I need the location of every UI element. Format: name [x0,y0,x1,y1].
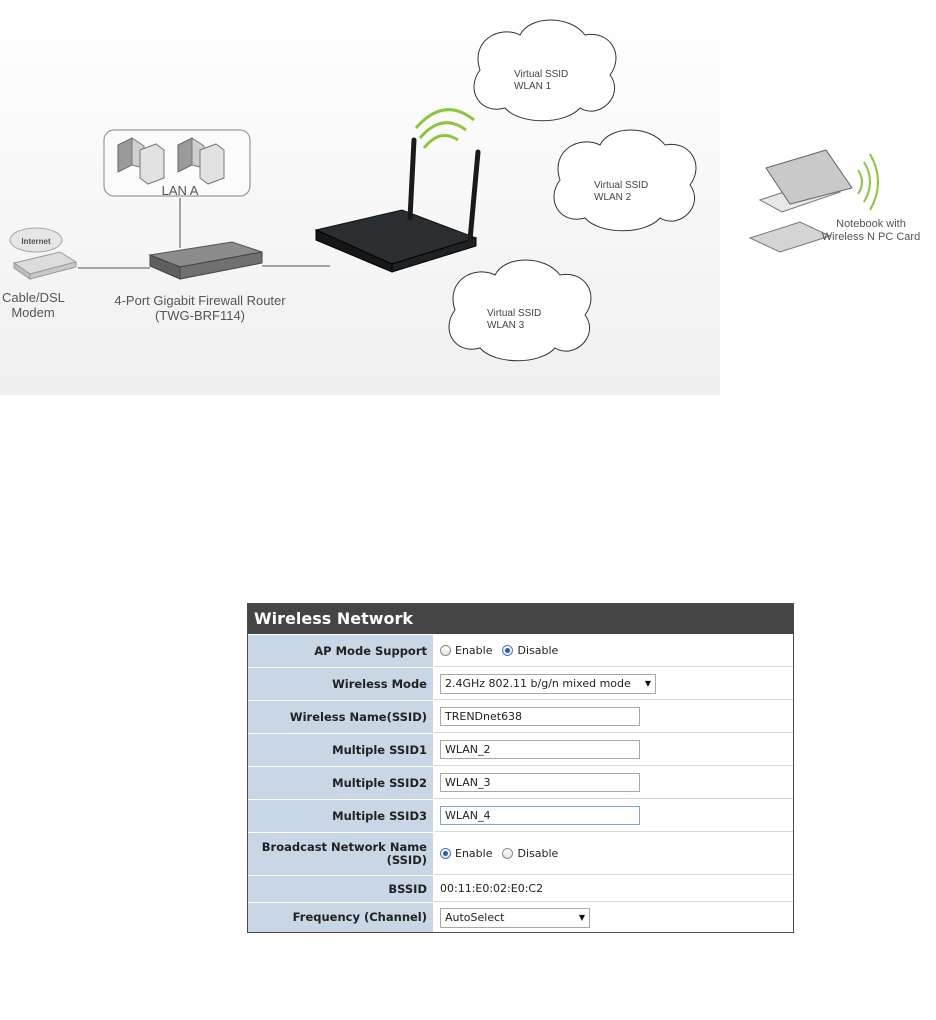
ssid1-input[interactable] [440,740,640,759]
bssid-value: 00:11:E0:02:E0:C2 [434,876,793,902]
ap-mode-row: AP Mode Support Enable Disable [248,634,793,667]
ap-mode-enable-radio[interactable]: Enable [440,644,492,657]
cloud-wlan1-icon [473,19,617,122]
ssid2-label: Multiple SSID2 [248,767,434,799]
cloud-wlan2-line1: Virtual SSID [594,180,649,191]
broadcast-disable-radio[interactable]: Disable [502,847,558,860]
frequency-value: AutoSelect ▼ [434,903,793,932]
ssid-value [434,701,793,733]
ssid-label: Wireless Name(SSID) [248,701,434,733]
cloud-wlan1-line1: Virtual SSID [514,69,569,80]
frequency-select[interactable]: AutoSelect ▼ [440,907,590,928]
lan-label: LAN A [161,183,199,198]
chevron-down-icon: ▼ [578,913,585,922]
chevron-down-icon: ▼ [644,679,651,688]
ssid2-input[interactable] [440,773,640,792]
bssid-label: BSSID [248,876,434,902]
notebook-icon [748,149,853,253]
cloud-wlan3-label: Virtual SSID WLAN 3 [487,308,541,332]
cloud-wlan3-line1: Virtual SSID [487,308,542,319]
lan-group-icon [103,129,251,197]
internet-cloud-icon [9,227,63,253]
access-point-icon [314,137,481,273]
modem-icon [12,251,78,280]
broadcast-disable-label: Disable [517,847,559,860]
cloud-wlan1-label: Virtual SSID WLAN 1 [514,69,568,93]
wireless-network-panel: Wireless Network AP Mode Support Enable … [247,603,794,933]
cloud-wlan2-icon [553,129,697,232]
broadcast-value: Enable Disable [434,833,793,875]
broadcast-enable-label: Enable [455,847,493,860]
cloud-wlan1-line2: WLAN 1 [514,81,552,92]
pc-icon [177,137,225,185]
notebook-wifi-icon [857,153,879,211]
wifi-signal-icon [414,108,475,149]
ssid2-row: Multiple SSID2 [248,766,793,799]
ssid3-row: Multiple SSID3 [248,799,793,832]
cloud-wlan3-line2: WLAN 3 [487,320,525,331]
radio-unchecked-icon [440,645,451,656]
internet-label: Internet [21,237,51,246]
wireless-mode-row: Wireless Mode 2.4GHz 802.11 b/g/n mixed … [248,667,793,700]
diagram-graphics [0,0,879,395]
frequency-selected: AutoSelect [445,911,505,924]
wireless-mode-value: 2.4GHz 802.11 b/g/n mixed mode ▼ [434,668,793,700]
ssid1-row: Multiple SSID1 [248,733,793,766]
cloud-wlan2-label: Virtual SSID WLAN 2 [594,180,648,204]
ssid-row: Wireless Name(SSID) [248,700,793,733]
notebook-label: Notebook with Wireless N PC Card [821,218,921,243]
broadcast-row: Broadcast Network Name (SSID) Enable Dis… [248,832,793,875]
ssid3-label: Multiple SSID3 [248,800,434,832]
cloud-wlan2-line2: WLAN 2 [594,192,632,203]
ap-mode-value: Enable Disable [434,635,793,667]
firewall-router-icon [148,241,263,280]
ssid-input[interactable] [440,707,640,726]
network-diagram: Internet Cable/DSL Modem 4-Port Gigabit … [0,0,936,400]
modem-label: Cable/DSL Modem [2,290,65,320]
ap-mode-disable-label: Disable [517,644,559,657]
frequency-label: Frequency (Channel) [248,903,434,932]
wireless-mode-label: Wireless Mode [248,668,434,700]
radio-checked-icon [440,848,451,859]
ssid2-value [434,767,793,799]
broadcast-label: Broadcast Network Name (SSID) [248,833,434,875]
ap-mode-enable-label: Enable [455,644,493,657]
wireless-mode-select[interactable]: 2.4GHz 802.11 b/g/n mixed mode ▼ [440,673,656,694]
pc-icon [117,137,165,185]
frequency-row: Frequency (Channel) AutoSelect ▼ [248,902,793,932]
ssid1-value [434,734,793,766]
cloud-wlan3-icon [448,259,592,362]
ssid3-value [434,800,793,832]
router-label: 4-Port Gigabit Firewall Router (TWG-BRF1… [114,293,286,323]
ssid1-label: Multiple SSID1 [248,734,434,766]
bssid-row: BSSID 00:11:E0:02:E0:C2 [248,875,793,902]
wireless-mode-selected: 2.4GHz 802.11 b/g/n mixed mode [445,677,631,690]
ssid3-input[interactable] [440,806,640,825]
broadcast-enable-radio[interactable]: Enable [440,847,492,860]
ap-mode-disable-radio[interactable]: Disable [502,644,558,657]
radio-unchecked-icon [502,848,514,859]
panel-title: Wireless Network [248,604,793,634]
ap-mode-label: AP Mode Support [248,635,434,667]
radio-checked-icon [502,645,514,656]
